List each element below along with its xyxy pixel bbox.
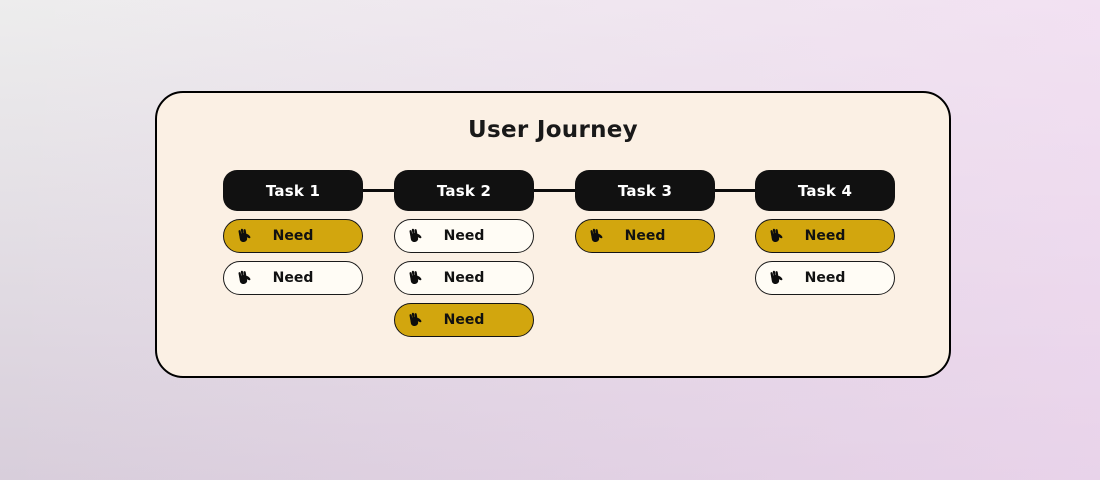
raised-hand-icon [235,268,255,289]
need-label: Need [804,228,846,244]
task-column-2: Task 2 Need Need [371,170,534,344]
need-node-highlighted[interactable]: Need [200,212,363,260]
user-journey-card: User Journey Task 1 Need Need [155,91,951,378]
need-node-highlighted[interactable]: Need [552,212,715,260]
task-node-2[interactable]: Task 2 [394,170,534,211]
task-node-1[interactable]: Task 1 [223,170,363,211]
need-node-highlighted[interactable]: Need [371,296,534,344]
task-column-3: Task 3 Need [552,170,715,260]
need-node-highlighted[interactable]: Need [732,212,895,260]
need-node[interactable]: Need [755,261,895,295]
need-node[interactable]: Need [394,261,534,295]
raised-hand-icon [587,226,607,247]
need-label: Need [443,270,485,286]
raised-hand-icon [767,226,787,247]
task-column-1: Task 1 Need Need [200,170,363,295]
need-label: Need [272,228,314,244]
raised-hand-icon [406,310,426,331]
page-title: User Journey [468,117,638,143]
need-label: Need [272,270,314,286]
need-label: Need [624,228,666,244]
need-label: Need [443,312,485,328]
raised-hand-icon [235,226,255,247]
task-node-3[interactable]: Task 3 [575,170,715,211]
raised-hand-icon [767,268,787,289]
raised-hand-icon [406,226,426,247]
need-node[interactable]: Need [394,219,534,253]
task-connector-2-3 [534,189,575,192]
need-node[interactable]: Need [223,261,363,295]
need-label: Need [804,270,846,286]
task-connector-3-4 [715,189,755,192]
task-connector-1-2 [363,189,394,192]
task-column-4: Task 4 Need Need [732,170,895,295]
task-node-4[interactable]: Task 4 [755,170,895,211]
raised-hand-icon [406,268,426,289]
need-label: Need [443,228,485,244]
